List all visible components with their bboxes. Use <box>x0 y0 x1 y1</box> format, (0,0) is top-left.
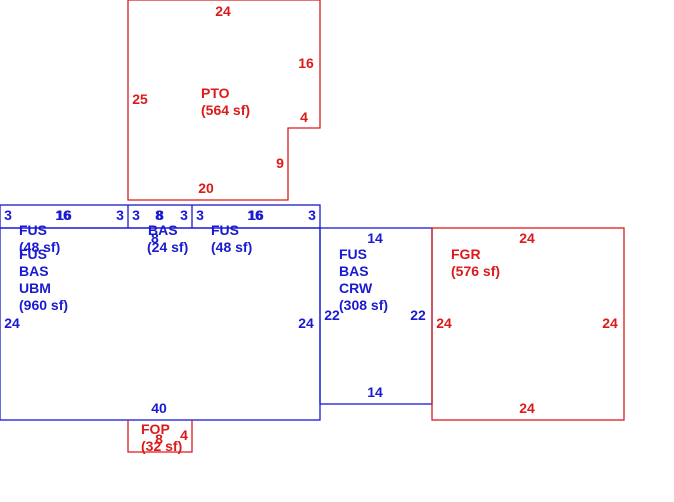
dim-pto-step: 4 <box>300 109 308 125</box>
dim-pto-right-lower: 9 <box>276 155 284 171</box>
fus-left-code: FUS <box>19 222 47 238</box>
dim-fgr-right: 24 <box>602 315 618 331</box>
dim-fgr-top: 24 <box>519 230 535 246</box>
dim-strip-mid-right: 3 <box>180 207 188 223</box>
main-ubm-outline <box>0 227 321 421</box>
crw-line3: CRW <box>339 280 373 296</box>
dim-strip-right-edge: 3 <box>308 207 316 223</box>
dim-crw-right: 22 <box>410 307 426 323</box>
crw-line2: BAS <box>339 263 369 279</box>
dim-strip-left-top-b: 16 <box>56 207 72 223</box>
dim-strip-mid-bottom: 8 <box>151 230 159 246</box>
dim-crw-left: 22 <box>324 307 340 323</box>
fus-right-code: FUS <box>211 222 239 238</box>
fgr-outline <box>431 227 625 421</box>
fus-right-area: (48 sf) <box>211 239 252 255</box>
crw-line1: FUS <box>339 246 367 262</box>
bas-mid-code: BAS <box>148 222 178 238</box>
dim-fop-bottom: 8 <box>155 431 163 447</box>
dim-pto-right-upper: 16 <box>298 55 314 71</box>
dim-fgr-bottom: 24 <box>519 400 535 416</box>
dim-strip-left-top-a: 16 <box>55 207 71 223</box>
bas-mid-area: (24 sf) <box>147 239 188 255</box>
fop-code: FOP <box>141 421 170 437</box>
fop-area: (32 sf) <box>141 438 182 454</box>
dim-strip-mid-left: 3 <box>132 207 140 223</box>
main-line3: UBM <box>19 280 51 296</box>
dim-crw-top: 14 <box>367 230 383 246</box>
main-line2: BAS <box>19 263 49 279</box>
dim-crw-bottom: 14 <box>367 384 383 400</box>
dim-strip-left-right: 3 <box>116 207 124 223</box>
pto-area: (564 sf) <box>201 102 250 118</box>
dim-main-right: 24 <box>298 315 314 331</box>
fgr-code: FGR <box>451 246 481 262</box>
dim-pto-left: 25 <box>132 91 148 107</box>
dim-strip-mid-top-a: 8 <box>155 207 163 223</box>
dim-strip-mid-top-b: 8 <box>156 207 164 223</box>
dim-pto-top: 24 <box>215 3 231 19</box>
fop-outline <box>127 420 193 453</box>
pto-code: PTO <box>201 85 230 101</box>
dim-main-left: 24 <box>4 315 20 331</box>
dim-strip-left-edge: 3 <box>4 207 12 223</box>
dim-main-bottom: 40 <box>151 400 167 416</box>
fgr-area: (576 sf) <box>451 263 500 279</box>
dim-strip-right-left: 3 <box>196 207 204 223</box>
pto-outline <box>127 0 321 201</box>
dim-pto-bottom: 20 <box>198 180 214 196</box>
main-line1: FUS <box>19 246 47 262</box>
main-area: (960 sf) <box>19 297 68 313</box>
dim-fop-right: 4 <box>180 427 188 443</box>
dim-fgr-left: 24 <box>436 315 452 331</box>
fus-left-area: (48 sf) <box>19 239 60 255</box>
crw-area: (308 sf) <box>339 297 388 313</box>
dim-strip-right-top-b: 16 <box>248 207 264 223</box>
dim-strip-right-top-a: 16 <box>247 207 263 223</box>
